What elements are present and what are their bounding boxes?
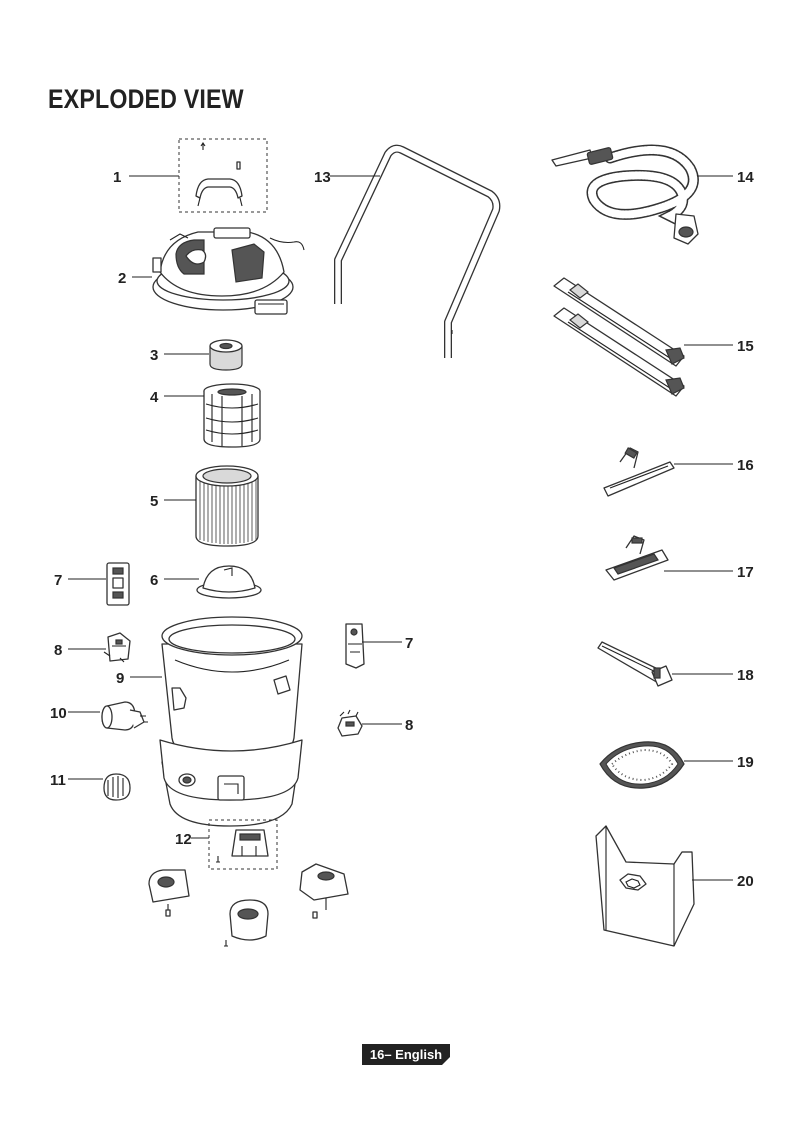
part-7-accessory-bracket-right [346,624,364,668]
callout-13: 13 [314,169,331,186]
part-14-hose [552,147,698,244]
callout-14: 14 [737,169,754,186]
part-20-dust-bag [596,826,694,946]
callout-11: 11 [50,772,66,789]
part-8-clip-left [104,633,130,662]
callout-20: 20 [737,873,754,890]
part-4-filter-cage [204,384,260,447]
part-13-cart-handle [338,149,496,358]
page-footer-badge: 16– English [362,1044,450,1065]
part-2-powerhead [153,228,304,314]
callout-1: 1 [113,169,121,186]
part-15-extension-wands [554,278,684,396]
callout-2: 2 [118,270,126,287]
callout-15: 15 [737,338,754,355]
part-10-inlet-adapter [102,702,148,730]
part-5-cartridge-filter [196,466,258,546]
part-19-filter-sleeve [600,742,684,788]
callout-16: 16 [737,457,754,474]
callout-19: 19 [737,754,754,771]
part-8-clip-right [338,710,362,736]
part-17-utility-nozzle [606,536,668,580]
callout-8-right: 8 [405,717,413,734]
callout-7-right: 7 [405,635,413,652]
callout-18: 18 [737,667,754,684]
callout-17: 17 [737,564,754,581]
page-number: 16– English [362,1044,450,1065]
part-11-drain-cap [104,774,130,800]
part-7-accessory-bracket-left [107,563,129,605]
part-6-filter-lid [197,566,261,598]
part-9-collection-drum [160,617,302,826]
callout-12: 12 [175,831,192,848]
callout-5: 5 [150,493,158,510]
part-16-floor-nozzle [604,448,674,496]
callout-10: 10 [50,705,67,722]
callout-6: 6 [150,572,158,589]
part-1-handle [179,139,267,212]
callout-9: 9 [116,670,124,687]
callout-7-left: 7 [54,572,62,589]
callout-8-left: 8 [54,642,62,659]
callout-3: 3 [150,347,158,364]
callout-4: 4 [150,389,159,406]
part-18-crevice-tool [598,642,672,686]
part-3-foam-filter [210,340,242,370]
